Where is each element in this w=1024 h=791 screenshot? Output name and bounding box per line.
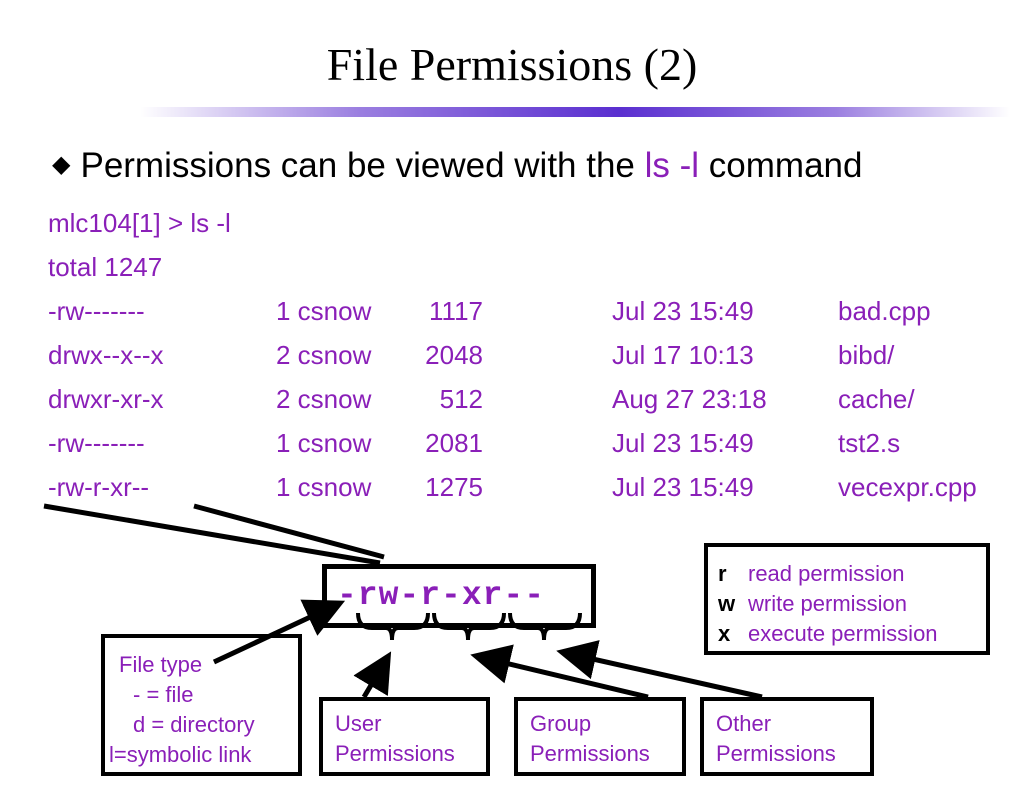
row-size: 2048 bbox=[425, 340, 483, 370]
group-permissions-box: Group Permissions bbox=[514, 697, 686, 776]
user-permissions-box: User Permissions bbox=[319, 697, 490, 776]
file-type-arrow bbox=[212, 599, 346, 665]
user-label: User bbox=[335, 711, 382, 736]
row-date: Aug 27 23:18 bbox=[612, 384, 767, 414]
row-date: Jul 23 15:49 bbox=[612, 296, 754, 326]
listing-row: drwxr-xr-x 2 csnow 512 Aug 27 23:18 cach… bbox=[0, 384, 1024, 424]
other-label: Other bbox=[716, 711, 772, 736]
user-label-2: Permissions bbox=[335, 741, 455, 766]
listing-row: -rw------- 1 csnow 2081 Jul 23 15:49 tst… bbox=[0, 428, 1024, 468]
file-type-line: - = file bbox=[133, 682, 194, 707]
listing-row: -rw------- 1 csnow 1117 Jul 23 15:49 bad… bbox=[0, 296, 1024, 336]
row-date: Jul 23 15:49 bbox=[612, 472, 754, 502]
row-size: 2081 bbox=[425, 428, 483, 458]
pointer-line bbox=[193, 503, 385, 560]
legend-text: write permission bbox=[748, 591, 907, 616]
bullet-command: ls -l bbox=[644, 146, 700, 185]
permission-string: -rw-r-xr-- bbox=[337, 577, 546, 614]
bullet-text-before: Permissions can be viewed with the bbox=[80, 146, 645, 185]
row-perms: drwx--x--x bbox=[48, 340, 164, 370]
slide-title: File Permissions (2) bbox=[326, 39, 698, 90]
other-arrow bbox=[556, 640, 763, 700]
other-permissions-box: Other Permissions bbox=[700, 697, 874, 776]
row-owner: 2 csnow bbox=[276, 340, 372, 370]
listing-row: drwx--x--x 2 csnow 2048 Jul 17 10:13 bib… bbox=[0, 340, 1024, 380]
legend-key: x bbox=[718, 621, 731, 646]
legend-item: r read permission bbox=[718, 559, 986, 589]
bullet-text-after: command bbox=[699, 146, 863, 185]
legend-key: r bbox=[718, 561, 727, 586]
row-perms: -rw------- bbox=[48, 296, 145, 326]
group-brace bbox=[432, 612, 506, 641]
row-owner: 1 csnow bbox=[276, 472, 372, 502]
row-perms: -rw-r-xr-- bbox=[48, 472, 150, 502]
diamond-bullet-icon: ◆ bbox=[52, 151, 71, 178]
bullet-point: ◆ Permissions can be viewed with the ls -… bbox=[52, 146, 862, 186]
permission-string-box: -rw-r-xr-- bbox=[322, 564, 596, 628]
group-label: Group bbox=[530, 711, 592, 736]
pointer-line bbox=[43, 503, 381, 566]
file-type-line: d = directory bbox=[133, 712, 255, 737]
legend-key: w bbox=[718, 591, 736, 616]
row-date: Jul 23 15:49 bbox=[612, 428, 754, 458]
legend-item: x execute permission bbox=[718, 619, 986, 649]
row-filename: tst2.s bbox=[838, 428, 901, 458]
row-perms: drwxr-xr-x bbox=[48, 384, 164, 414]
row-owner: 1 csnow bbox=[276, 428, 372, 458]
other-label-2: Permissions bbox=[716, 741, 836, 766]
file-type-heading: File type bbox=[119, 652, 203, 677]
row-date: Jul 17 10:13 bbox=[612, 340, 754, 370]
file-type-box: File type - = file d = directory l=symbo… bbox=[101, 634, 302, 776]
row-filename: vecexpr.cpp bbox=[838, 472, 977, 502]
row-filename: bad.cpp bbox=[838, 296, 931, 326]
legend-text: read permission bbox=[748, 561, 905, 586]
row-filename: cache/ bbox=[838, 384, 915, 414]
other-brace bbox=[508, 612, 582, 641]
row-owner: 2 csnow bbox=[276, 384, 372, 414]
listing-row: -rw-r-xr-- 1 csnow 1275 Jul 23 15:49 vec… bbox=[0, 472, 1024, 512]
file-type-line: l=symbolic link bbox=[109, 742, 252, 767]
row-size: 1275 bbox=[425, 472, 483, 502]
row-size: 1117 bbox=[429, 296, 483, 326]
total-line: total 1247 bbox=[48, 252, 163, 282]
user-brace bbox=[356, 612, 430, 641]
title-underline bbox=[140, 107, 1010, 117]
legend-item: w write permission bbox=[718, 589, 986, 619]
group-arrow bbox=[470, 644, 649, 700]
row-perms: -rw------- bbox=[48, 428, 145, 458]
prompt-line: mlc104[1] > ls -l bbox=[48, 208, 231, 238]
row-owner: 1 csnow bbox=[276, 296, 372, 326]
user-arrow bbox=[353, 651, 392, 699]
row-size: 512 bbox=[439, 384, 483, 414]
legend-text: execute permission bbox=[748, 621, 938, 646]
group-label-2: Permissions bbox=[530, 741, 650, 766]
row-filename: bibd/ bbox=[838, 340, 895, 370]
